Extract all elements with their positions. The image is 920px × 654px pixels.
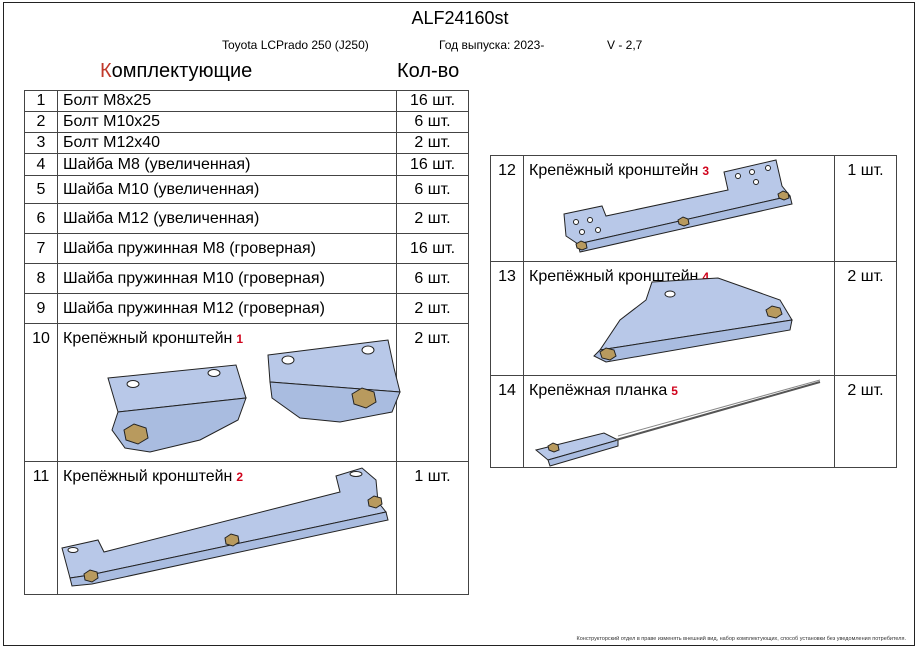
bracket-1-right-illustration xyxy=(267,339,401,423)
components-header-initial: К xyxy=(100,60,112,82)
row-name-text: Крепёжный кронштейн xyxy=(63,330,233,347)
row-number: 8 xyxy=(24,263,58,294)
row-qty: 6 шт. xyxy=(396,263,469,294)
row-name: Шайба пружинная М10 (гроверная) xyxy=(57,263,397,294)
row-qty: 2 шт. xyxy=(834,375,897,468)
doc-title: ALF24160st xyxy=(411,8,509,28)
row-name: Шайба М12 (увеличенная) xyxy=(57,203,397,234)
bracket-1-left-illustration xyxy=(107,364,247,453)
row-qty: 2 шт. xyxy=(396,203,469,234)
row-name-text: Крепёжный кронштейн xyxy=(63,468,233,485)
vehicle-model: Toyota LCPrado 250 (J250) xyxy=(222,38,369,52)
part-mark: 4 xyxy=(702,270,710,284)
bracket-3-illustration xyxy=(563,159,793,253)
part-mark: 2 xyxy=(236,470,244,484)
bracket-2-illustration xyxy=(61,467,389,587)
part-mark: 1 xyxy=(236,332,244,346)
row-number: 14 xyxy=(490,375,524,468)
bracket-4-illustration xyxy=(593,277,793,363)
bracket-5-illustration xyxy=(534,379,821,467)
row-name-text: Крепёжная планка xyxy=(529,382,668,399)
row-name: Шайба пружинная М8 (гроверная) xyxy=(57,233,397,264)
part-mark: 3 xyxy=(702,164,710,178)
model-year: Год выпуска: 2023- xyxy=(439,38,545,52)
row-number: 6 xyxy=(24,203,58,234)
row-qty: 16 шт. xyxy=(396,233,469,264)
row-qty: 1 шт. xyxy=(396,461,469,595)
quantity-header: Кол-во xyxy=(397,60,460,82)
row-qty: 2 шт. xyxy=(396,323,469,462)
row-name: Шайба М10 (увеличенная) xyxy=(57,175,397,204)
row-qty: 6 шт. xyxy=(396,175,469,204)
row-qty: 1 шт. xyxy=(834,155,897,262)
row-name-text: Крепёжный кронштейн xyxy=(529,268,699,285)
row-qty: 2 шт. xyxy=(834,261,897,376)
row-number: 13 xyxy=(490,261,524,376)
part-mark: 5 xyxy=(671,384,678,398)
row-number: 12 xyxy=(490,155,524,262)
disclaimer: Конструкторский отдел в праве изменять в… xyxy=(576,636,906,642)
components-header: Комплектующие xyxy=(100,60,252,83)
row-number: 9 xyxy=(24,293,58,324)
page-frame xyxy=(3,2,915,646)
row-name-text: Крепёжный кронштейн xyxy=(529,162,699,179)
row-qty: 16 шт. xyxy=(396,90,469,112)
components-header-rest: омплектующие xyxy=(111,60,253,82)
engine-version: V - 2,7 xyxy=(607,38,643,52)
